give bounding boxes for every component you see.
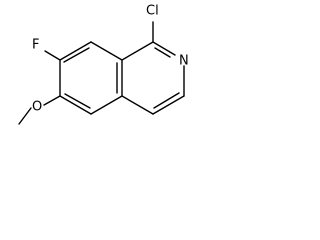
bond xyxy=(152,95,185,115)
bond-o-ch3 xyxy=(18,107,32,125)
bond-double-inner xyxy=(63,47,90,63)
bond-c-o xyxy=(43,95,61,106)
bond-c-f xyxy=(44,50,61,61)
atom-label-fluorine: F xyxy=(32,38,39,53)
bond xyxy=(59,41,92,61)
atom-label-oxygen: O xyxy=(32,100,42,115)
molecular-structure: Cl N F O xyxy=(18,4,189,125)
bond xyxy=(59,95,92,115)
bond xyxy=(121,41,154,61)
bond-double-inner xyxy=(153,92,180,109)
atom-label-chlorine: Cl xyxy=(146,4,159,19)
atom-label-nitrogen: N xyxy=(179,54,189,69)
bond xyxy=(90,95,123,115)
bond-double-inner xyxy=(154,47,171,58)
bond xyxy=(90,41,123,61)
bond-double-inner xyxy=(64,93,91,109)
bond xyxy=(121,95,154,115)
bond xyxy=(152,41,176,56)
